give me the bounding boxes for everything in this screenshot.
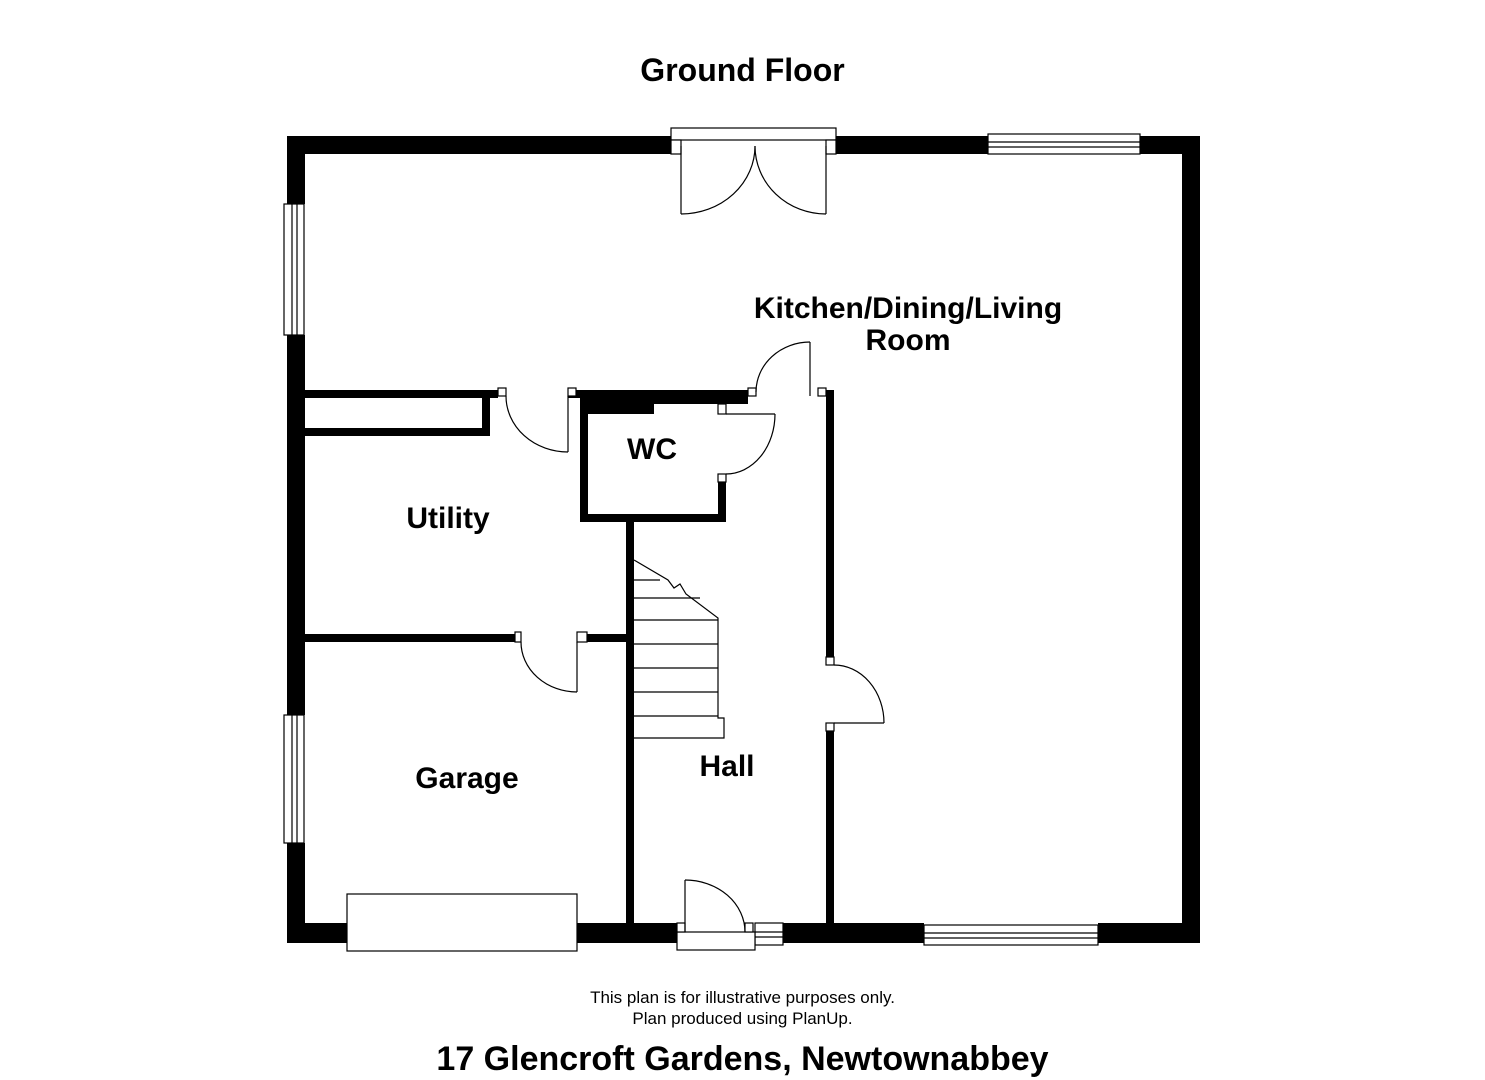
room-label-hall: Hall [699, 750, 755, 783]
windows [283, 133, 1141, 952]
room-label-wc: WC [627, 433, 677, 466]
room-label-utility: Utility [406, 502, 490, 535]
room-label-kitchen-line2: Room [865, 324, 951, 357]
disclaimer-line1: This plan is for illustrative purposes o… [590, 988, 895, 1007]
room-label-kitchen-line1: Kitchen/Dining/Living [753, 292, 1063, 325]
room-label-kitchen: Kitchen/Dining/Living Room [746, 293, 1070, 357]
property-address: 17 Glencroft Gardens, Newtownabbey [436, 1040, 1049, 1078]
exterior-walls [287, 136, 1200, 943]
french-doors [670, 127, 837, 215]
disclaimer: This plan is for illustrative purposes o… [0, 987, 1485, 1029]
disclaimer-line2: Plan produced using PlanUp. [632, 1009, 853, 1028]
stairs [633, 559, 725, 739]
floor-title: Ground Floor [640, 52, 845, 88]
room-label-garage: Garage [415, 762, 519, 795]
doors [497, 341, 885, 951]
interior-walls [305, 390, 834, 923]
